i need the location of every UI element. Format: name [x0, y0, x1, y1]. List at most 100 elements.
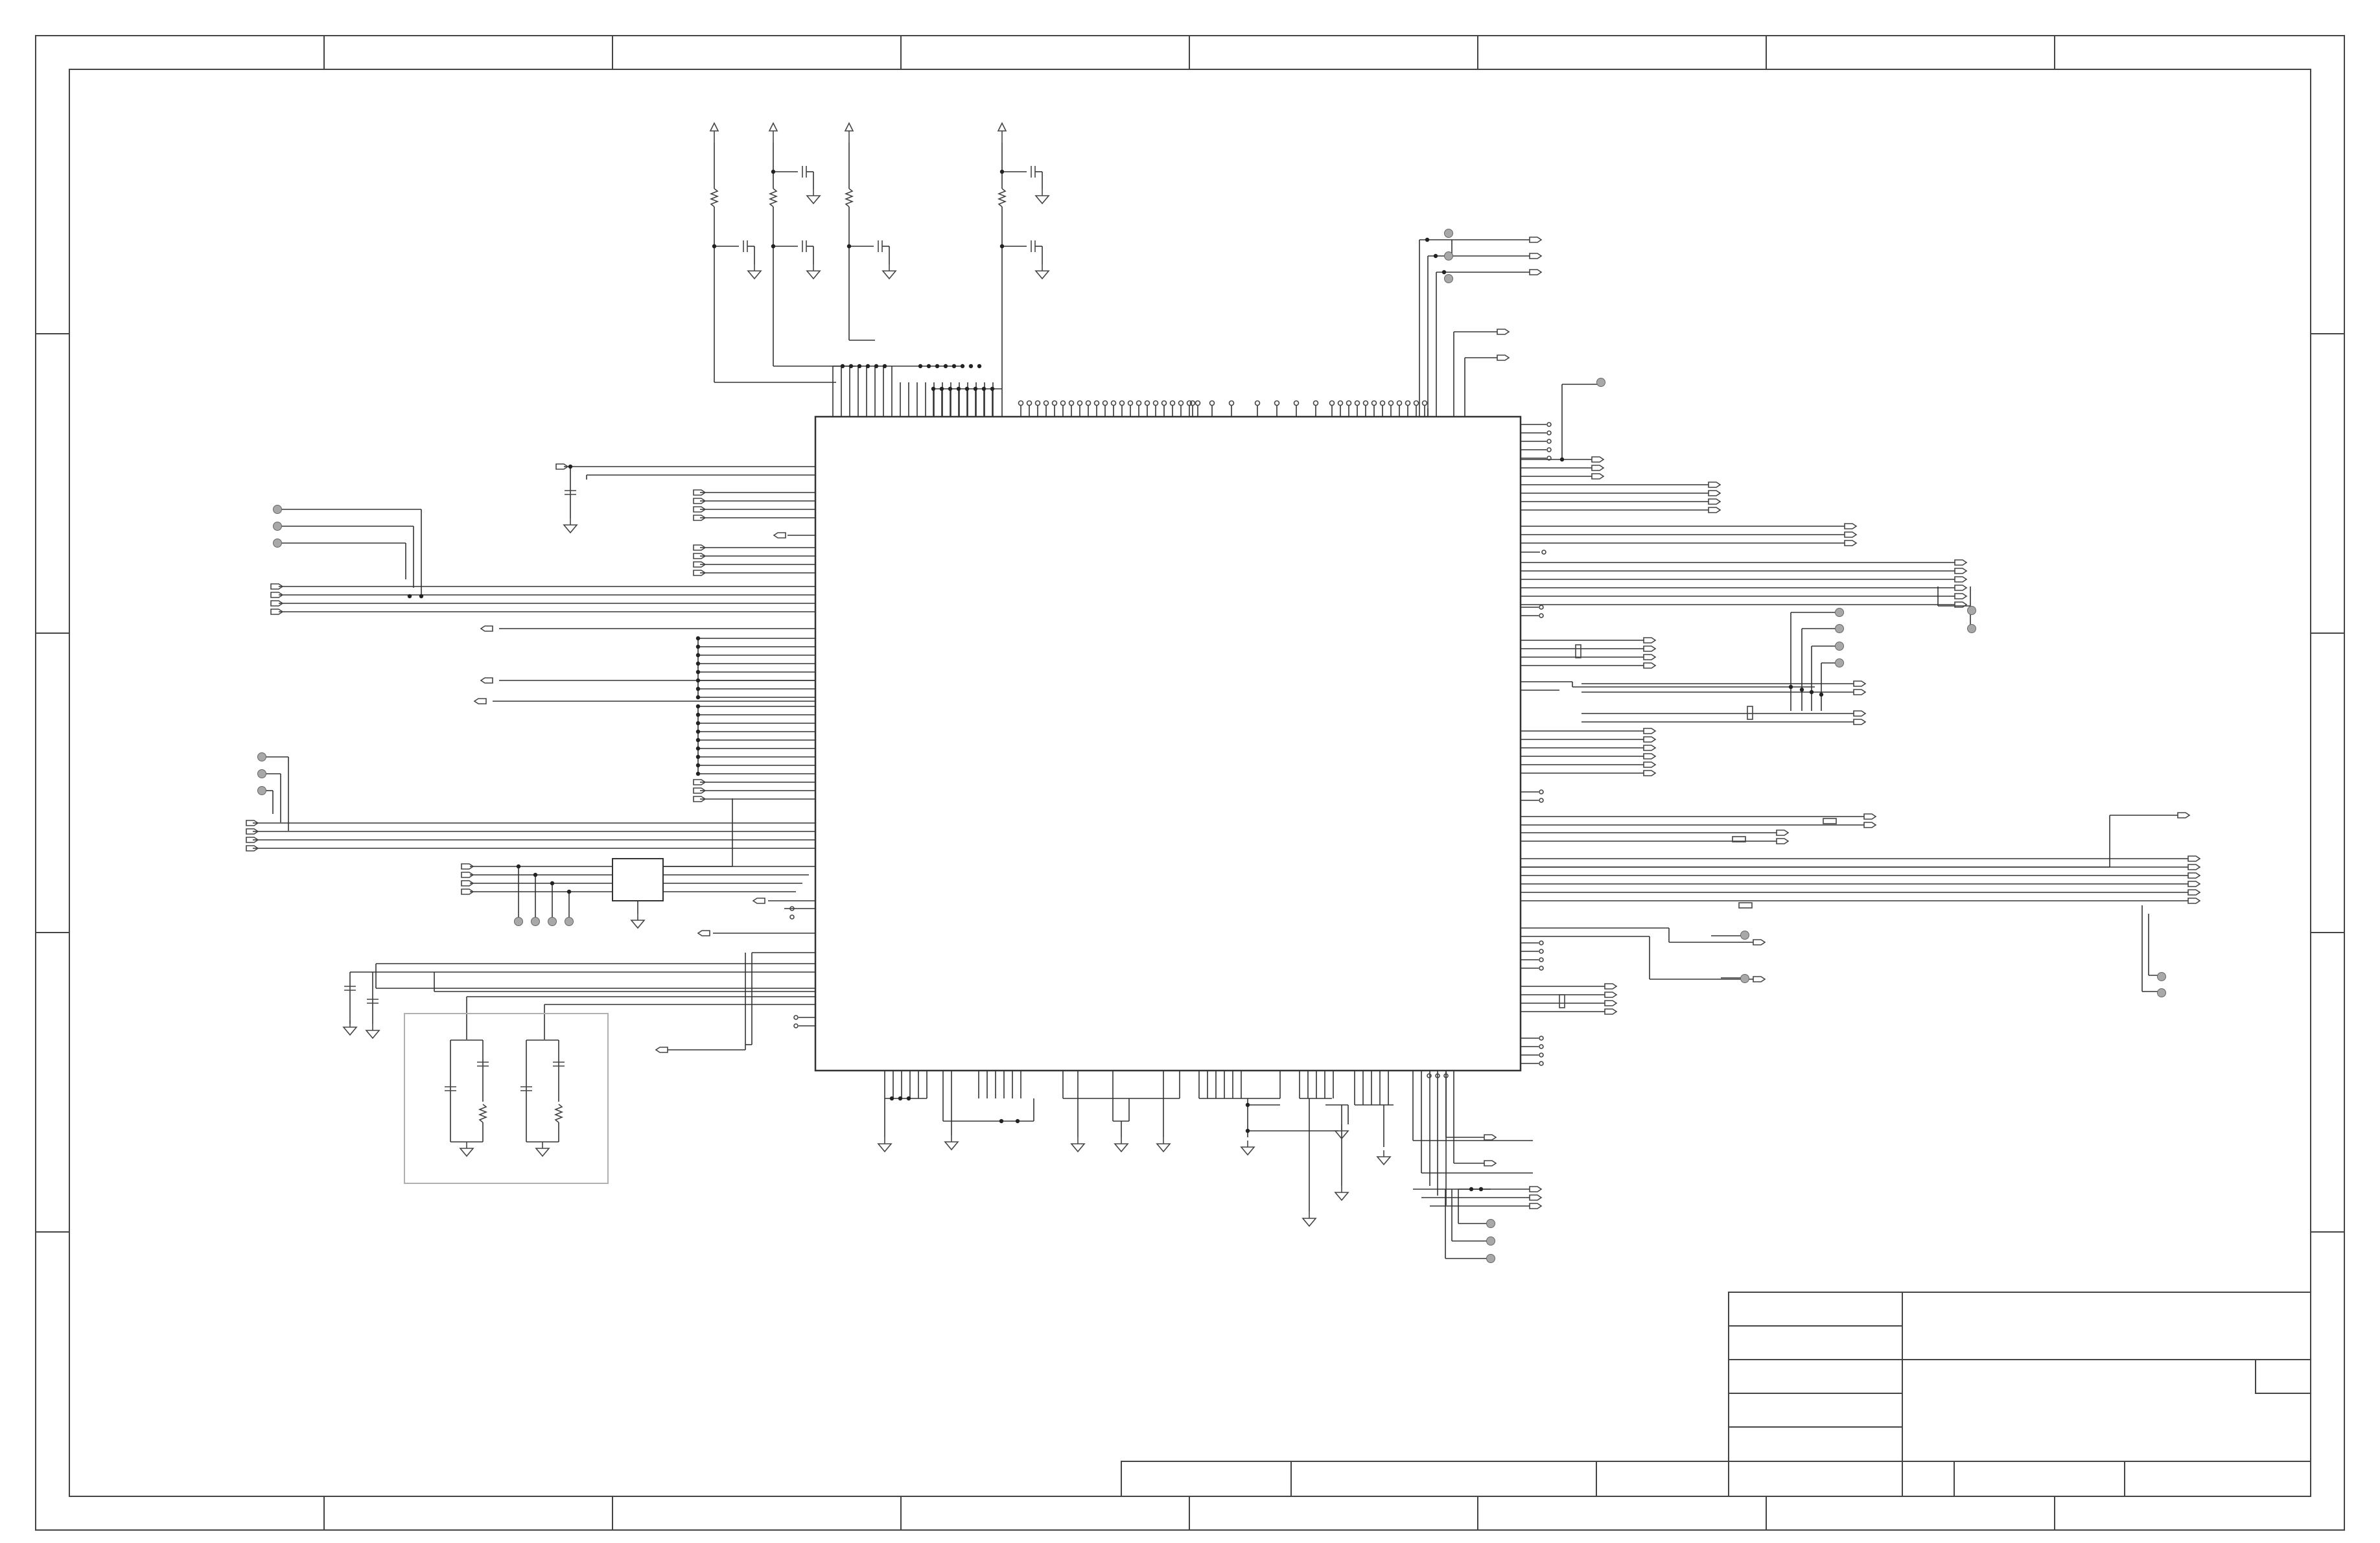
net-port: [1863, 813, 1877, 820]
net-port: [1954, 576, 1968, 583]
test-point[interactable]: [1835, 624, 1844, 633]
junction-dot: [999, 1119, 1004, 1124]
junction-dot: [981, 386, 986, 391]
net-port: [246, 820, 259, 826]
test-point[interactable]: [565, 917, 574, 926]
title-block-frame: [1728, 1292, 2311, 1497]
pin-marker: [1362, 400, 1369, 406]
pin-marker: [1546, 422, 1552, 427]
test-points[interactable]: [257, 229, 2166, 1263]
test-point[interactable]: [1486, 1236, 1495, 1246]
net-port: [2188, 864, 2201, 870]
main-ic-body[interactable]: [814, 415, 1522, 1072]
net-port: [1604, 992, 1618, 998]
revision-box: [2255, 1359, 2311, 1394]
junction-dot: [1425, 237, 1430, 242]
test-point[interactable]: [273, 539, 282, 548]
net-port: [1708, 498, 1721, 505]
junction-dot: [1809, 690, 1814, 695]
junction-dots: [407, 169, 1824, 1192]
junction-dot: [951, 364, 957, 369]
junction-dot: [990, 386, 995, 391]
resistor: [1732, 836, 1746, 842]
test-point[interactable]: [1740, 974, 1749, 983]
junction-dot: [695, 636, 701, 641]
test-point[interactable]: [514, 917, 523, 926]
junction-dot: [1245, 1102, 1250, 1108]
net-port: [752, 898, 765, 904]
junction-dot: [568, 464, 573, 469]
pin-marker: [1541, 550, 1546, 555]
net-port: [480, 677, 493, 684]
pin-marker: [1110, 400, 1117, 406]
test-point[interactable]: [257, 786, 266, 795]
pin-marker: [1312, 400, 1319, 406]
junction-dot: [695, 729, 701, 734]
junction-dot: [1819, 692, 1824, 697]
ground-icon: [1035, 264, 1049, 279]
test-point[interactable]: [1444, 251, 1453, 261]
net-port: [461, 880, 474, 887]
net-port: [1484, 1160, 1497, 1166]
pin-marker: [1337, 400, 1344, 406]
pin-marker: [1274, 400, 1280, 406]
test-point[interactable]: [2157, 988, 2166, 997]
test-point[interactable]: [257, 752, 266, 761]
test-point[interactable]: [1967, 606, 1976, 615]
test-point[interactable]: [1444, 274, 1453, 283]
junction-dot: [695, 661, 701, 666]
test-point[interactable]: [1835, 608, 1844, 617]
peripheral-ic[interactable]: [612, 858, 664, 901]
ground-icon: [535, 1141, 550, 1157]
ground-icon: [944, 1135, 959, 1150]
net-port: [1604, 1000, 1618, 1006]
pin-marker: [1546, 439, 1552, 444]
test-point[interactable]: [257, 769, 266, 778]
net-port: [461, 872, 474, 878]
test-point[interactable]: [1486, 1219, 1495, 1228]
pin-marker: [1388, 400, 1394, 406]
test-point[interactable]: [273, 505, 282, 514]
net-port: [1591, 456, 1605, 463]
ground-icon: [343, 1020, 357, 1036]
test-point[interactable]: [1596, 378, 1605, 387]
resistor: [997, 188, 1007, 207]
net-port: [1844, 531, 1858, 538]
test-point[interactable]: [548, 917, 557, 926]
junction-dot: [977, 364, 982, 369]
pin-marker: [793, 1015, 799, 1020]
junction-dot: [695, 712, 701, 717]
pin-marker: [1443, 1073, 1449, 1078]
net-port: [1529, 269, 1543, 275]
ground-icon: [747, 264, 762, 279]
net-port: [555, 463, 569, 470]
test-point[interactable]: [1486, 1254, 1495, 1263]
pin-marker: [1060, 400, 1066, 406]
net-port: [693, 489, 706, 496]
net-port: [1529, 1194, 1543, 1201]
test-point[interactable]: [1740, 931, 1749, 940]
junction-dot: [695, 695, 701, 700]
junction-dot: [848, 364, 854, 369]
pin-marker: [1068, 400, 1075, 406]
ground-icon: [806, 189, 821, 204]
junction-dot: [918, 364, 923, 369]
test-point[interactable]: [1835, 642, 1844, 651]
ground-icon: [1156, 1137, 1171, 1152]
main-ic[interactable]: [814, 415, 1522, 1072]
test-point[interactable]: [2157, 972, 2166, 981]
test-point[interactable]: [273, 522, 282, 531]
net-port: [773, 532, 786, 539]
pin-marker: [1085, 400, 1091, 406]
net-port: [246, 837, 259, 843]
net-port: [1529, 237, 1543, 243]
frame-zone-ticks: [36, 36, 2344, 1530]
test-point[interactable]: [1967, 624, 1976, 633]
junction-dot: [695, 737, 701, 743]
resistor: [1823, 818, 1837, 824]
net-port: [1529, 1186, 1543, 1192]
test-point[interactable]: [1835, 658, 1844, 667]
test-point[interactable]: [531, 917, 540, 926]
test-point[interactable]: [1444, 229, 1453, 238]
